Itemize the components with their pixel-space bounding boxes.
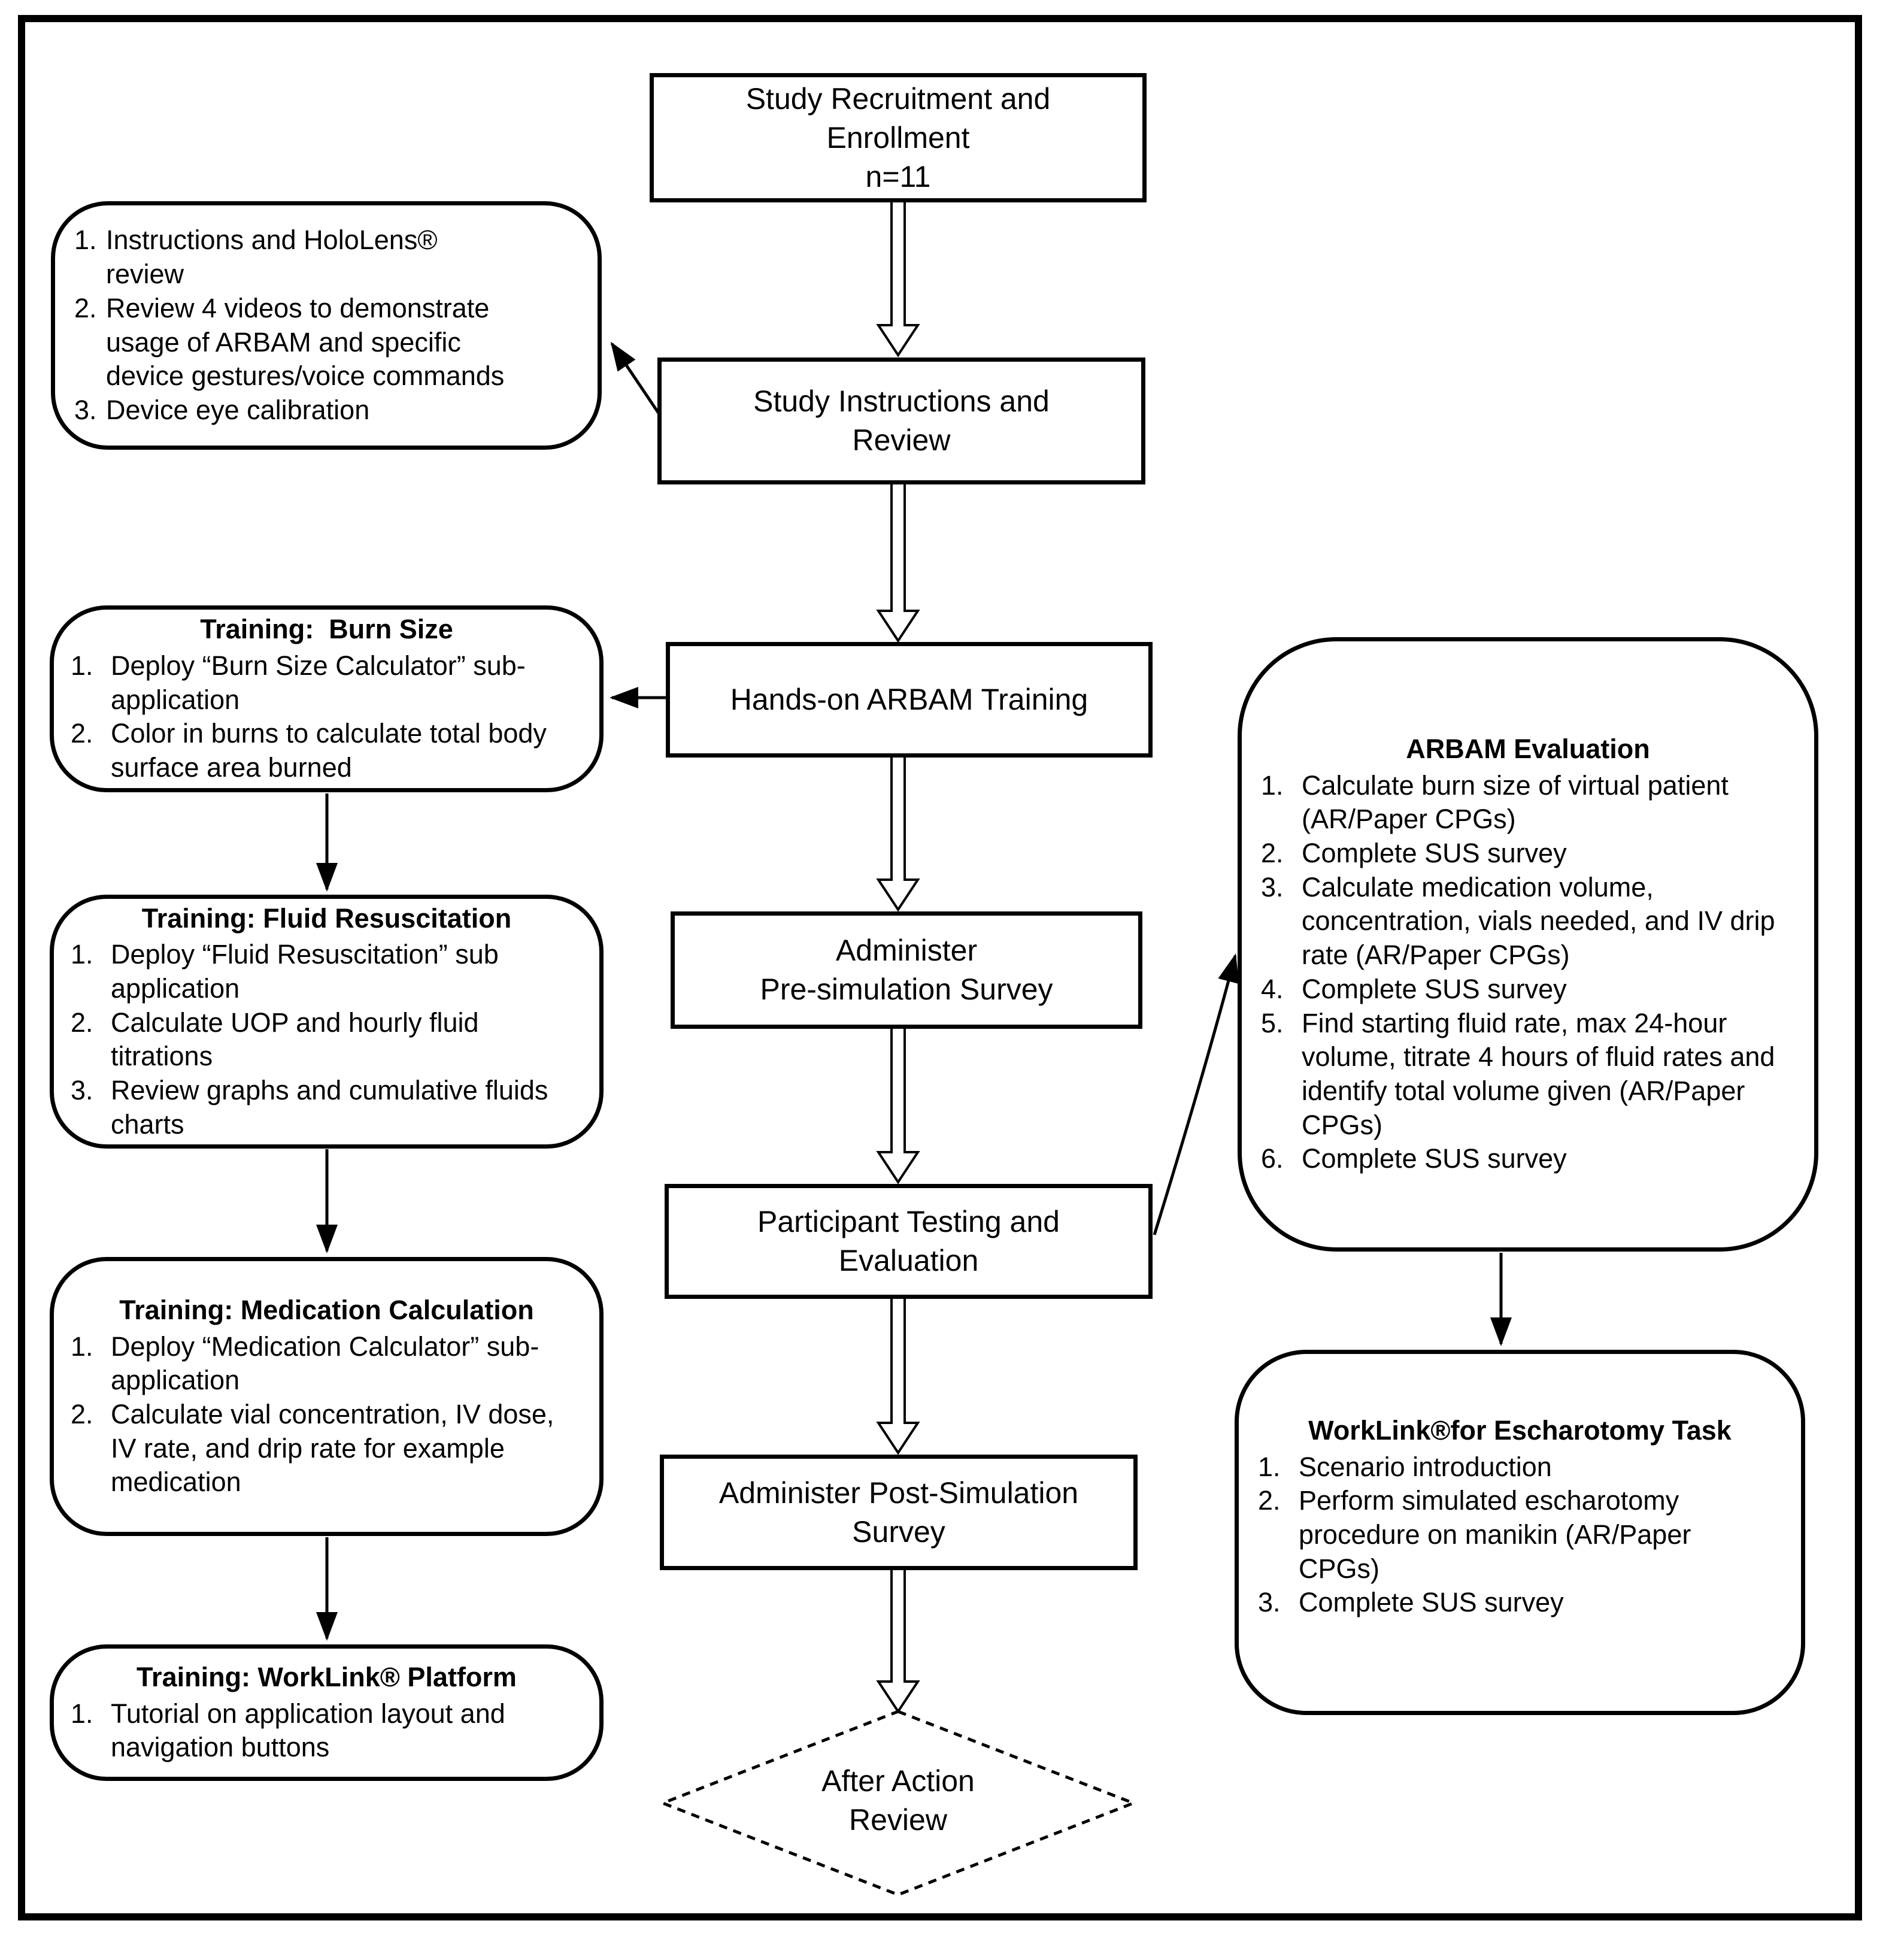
flow-node-training-medication-calculation: Training: Medication Calculation 1. Deplo… — [50, 1257, 604, 1536]
list-item-number: 1. — [71, 650, 93, 681]
list-item-number: 1. — [71, 939, 93, 970]
list-item: 4. Complete SUS survey — [1242, 973, 1814, 1007]
list-item-number: 5. — [1261, 1007, 1284, 1038]
list-item-text: Calculate UOP and hourly fluid titration… — [111, 1007, 479, 1072]
flow-node-training-burn-size: Training: Burn Size 1. Deploy “Burn Size … — [50, 605, 604, 792]
medication-calculation-list: 1. Deploy “Medication Calculator” sub-app… — [54, 1330, 599, 1499]
list-item-text: Complete SUS survey — [1302, 973, 1567, 1004]
arrow-postsim-to-aar — [876, 1568, 920, 1714]
list-item-text: Perform simulated escharotomy procedure … — [1299, 1485, 1691, 1584]
list-item-text: Instructions and HoloLens® review — [106, 225, 438, 290]
node-title: ARBAM Evaluation — [1406, 734, 1650, 764]
arrow-testing-to-postsim — [876, 1296, 920, 1455]
flow-node-study-recruitment: Study Recruitment and Enrollment n=11 — [650, 73, 1147, 202]
list-item-text: Review graphs and cumulative fluids char… — [111, 1075, 548, 1140]
list-item-text: Complete SUS survey — [1302, 838, 1567, 869]
list-item-text: Complete SUS survey — [1299, 1587, 1564, 1618]
list-item-number: 1. — [1258, 1451, 1281, 1482]
prep-steps-list: 1. Instructions and HoloLens® review 2. Rev… — [55, 223, 598, 427]
arrow-recruitment-to-instructions — [876, 200, 920, 358]
list-item-number: 3. — [71, 1075, 93, 1106]
list-item-text: Device eye calibration — [106, 394, 370, 425]
arrow-presim-to-testing — [876, 1026, 920, 1185]
list-item: 2. Calculate vial concentration, IV dose,… — [54, 1398, 599, 1499]
list-item-number: 1. — [1261, 770, 1284, 801]
list-item: 3. Device eye calibration — [55, 393, 598, 428]
flow-node-study-instructions: Study Instructions and Review — [657, 358, 1145, 484]
list-item: 2. Calculate UOP and hourly fluid titrati… — [54, 1006, 599, 1074]
list-item: 1. Deploy “Medication Calculator” sub-app… — [54, 1330, 599, 1398]
flow-node-prep-steps: 1. Instructions and HoloLens® review 2. Rev… — [51, 201, 602, 450]
list-item: 1. Scenario introduction — [1239, 1450, 1801, 1485]
arrow-testing-to-arbam-eval — [1153, 953, 1239, 1235]
list-item: 2. Perform simulated escharotomy procedur… — [1239, 1484, 1801, 1586]
arrow-instructions-to-prep — [610, 341, 660, 414]
list-item-number: 1. — [71, 1331, 93, 1362]
after-action-review-diamond — [659, 1710, 1138, 1897]
list-item-text: Calculate burn size of virtual patient (… — [1302, 770, 1729, 835]
list-item-text: Calculate medication volume, concentrati… — [1302, 871, 1775, 971]
list-item: 5. Find starting fluid rate, max 24-hour … — [1242, 1007, 1814, 1143]
list-item-number: 4. — [1261, 973, 1284, 1004]
list-item-number: 2. — [74, 292, 97, 323]
list-item-number: 2. — [71, 1007, 93, 1038]
flow-node-presim-survey: Administer Pre-simulation Survey — [671, 911, 1142, 1029]
list-item: 3. Complete SUS survey — [1239, 1586, 1801, 1620]
list-item: 2. Color in burns to calculate total body… — [54, 717, 599, 784]
list-item-text: Deploy “Fluid Resuscitation” sub applica… — [111, 939, 499, 1004]
list-item-number: 3. — [1258, 1587, 1281, 1618]
arrow-handson-to-presim — [876, 755, 920, 912]
flow-node-after-action-review: After Action Review — [821, 1764, 975, 1837]
list-item: 6. Complete SUS survey — [1242, 1142, 1814, 1176]
list-item-number: 2. — [1258, 1485, 1281, 1516]
node-title: Training: Fluid Resuscitation — [141, 902, 512, 934]
list-item: 3. Calculate medication volume, concentra… — [1242, 871, 1814, 973]
list-item: 1. Deploy “Fluid Resuscitation” sub appli… — [54, 938, 599, 1005]
node-title: WorkLink®for Escharotomy Task — [1308, 1415, 1732, 1446]
list-item-text: Deploy “Burn Size Calculator” sub-applic… — [111, 650, 526, 715]
list-item-number: 1. — [74, 225, 97, 256]
node-title: Training: Medication Calculation — [119, 1294, 534, 1325]
flow-node-participant-testing: Participant Testing and Evaluation — [665, 1184, 1153, 1299]
node-title: Training: WorkLink® Platform — [137, 1661, 517, 1692]
arbam-evaluation-list: 1. Calculate burn size of virtual patient… — [1242, 769, 1814, 1176]
arrow-instructions-to-handson — [876, 482, 920, 643]
list-item-number: 6. — [1261, 1143, 1284, 1174]
list-item-number: 2. — [71, 1399, 93, 1429]
fluid-resuscitation-list: 1. Deploy “Fluid Resuscitation” sub appli… — [54, 938, 599, 1141]
list-item: 1. Tutorial on application layout and nav… — [54, 1697, 599, 1765]
list-item-text: Complete SUS survey — [1302, 1143, 1567, 1174]
node-title: Training: Burn Size — [200, 614, 453, 645]
list-item-text: Calculate vial concentration, IV dose, I… — [111, 1399, 554, 1498]
flow-node-training-worklink-platform: Training: WorkLink® Platform 1. Tutorial … — [50, 1644, 604, 1781]
list-item: 2. Complete SUS survey — [1242, 837, 1814, 871]
list-item: 1. Instructions and HoloLens® review — [55, 223, 598, 291]
list-item-number: 3. — [1261, 871, 1284, 902]
list-item-text: Find starting fluid rate, max 24-hour vo… — [1302, 1007, 1775, 1140]
list-item-number: 2. — [71, 718, 93, 749]
flow-node-arbam-evaluation: ARBAM Evaluation 1. Calculate burn size o… — [1238, 637, 1818, 1252]
flow-node-worklink-escharotomy-task: WorkLink®for Escharotomy Task 1. Scenario… — [1235, 1350, 1805, 1715]
list-item-text: Deploy “Medication Calculator” sub-appli… — [111, 1331, 539, 1396]
list-item: 1. Calculate burn size of virtual patient… — [1242, 769, 1814, 837]
list-item-number: 3. — [74, 394, 97, 425]
flow-node-training-fluid-resuscitation: Training: Fluid Resuscitation 1. Deploy “… — [50, 895, 604, 1149]
list-item: 2. Review 4 videos to demonstrate usage o… — [55, 292, 598, 393]
list-item-text: Tutorial on application layout and navig… — [111, 1698, 505, 1763]
list-item: 1. Deploy “Burn Size Calculator” sub-appl… — [54, 649, 599, 717]
list-item: 3. Review graphs and cumulative fluids ch… — [54, 1074, 599, 1141]
burn-size-list: 1. Deploy “Burn Size Calculator” sub-appl… — [54, 649, 599, 785]
worklink-platform-list: 1. Tutorial on application layout and nav… — [54, 1697, 599, 1765]
list-item-text: Color in burns to calculate total body s… — [111, 718, 547, 783]
figure-border — [18, 15, 1862, 1920]
flow-node-handson-training: Hands-on ARBAM Training — [666, 642, 1153, 758]
list-item-text: Review 4 videos to demonstrate usage of … — [106, 292, 505, 392]
list-item-number: 1. — [71, 1698, 93, 1729]
list-item-text: Scenario introduction — [1299, 1451, 1552, 1482]
list-item-number: 2. — [1261, 838, 1284, 869]
flow-node-postsim-survey: Administer Post-Simulation Survey — [660, 1455, 1138, 1570]
worklink-escharotomy-list: 1. Scenario introduction 2. Perform simulat… — [1239, 1450, 1801, 1620]
